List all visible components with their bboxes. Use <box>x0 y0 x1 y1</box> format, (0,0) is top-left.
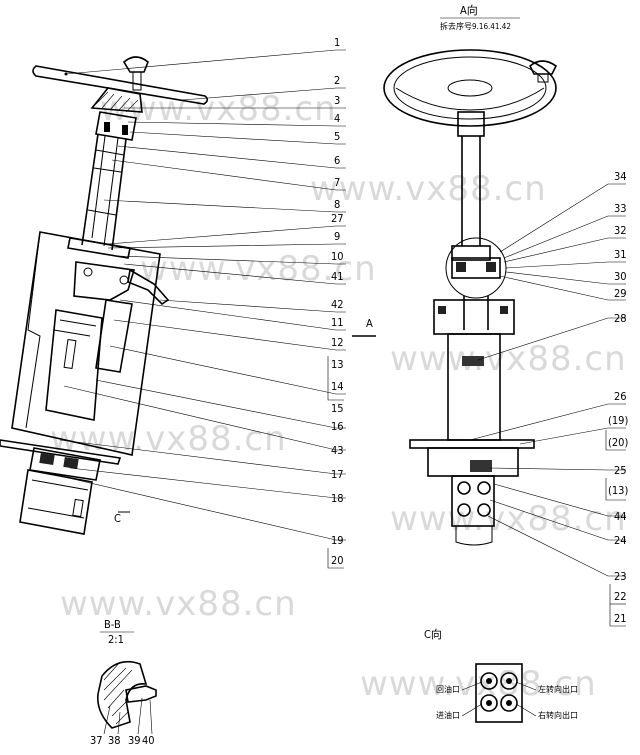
callout-42: 42 <box>331 298 344 311</box>
callout-19-ref: (19) <box>608 414 628 427</box>
watermark-6: www.vx88.cn <box>390 499 627 539</box>
view-a-subtitle: 拆去序号9.16.41.42 <box>440 21 511 31</box>
port-left-turn <box>500 672 518 690</box>
support-arm <box>95 299 133 373</box>
label-left-turn-outlet: 左转向出口 <box>538 684 578 694</box>
inner-cylinder <box>45 309 103 421</box>
callout-5: 5 <box>334 130 340 143</box>
callout-9: 9 <box>334 230 340 243</box>
callout-20-ref: (20) <box>608 436 628 449</box>
watermark-5: www.vx88.cn <box>50 419 287 459</box>
steering-gear-block <box>19 469 93 535</box>
left-callouts: 1 2 3 4 5 6 7 8 27 9 10 41 42 11 12 13 1… <box>327 36 344 569</box>
callout-15: 15 <box>331 402 344 415</box>
column-top <box>457 111 485 137</box>
callout-44: 44 <box>614 510 627 523</box>
view-a-column <box>461 136 481 246</box>
callout-31: 31 <box>614 248 627 261</box>
callout-18: 18 <box>331 492 344 505</box>
callout-43: 43 <box>331 444 344 457</box>
view-c-title: C向 <box>424 627 442 641</box>
port-right-turn <box>500 694 518 712</box>
watermark-4: www.vx88.cn <box>390 339 627 379</box>
lower-plate <box>409 439 535 449</box>
callout-8: 8 <box>334 198 340 211</box>
callout-14: 14 <box>331 380 344 393</box>
right-leaders <box>469 183 626 577</box>
gear-unit <box>29 447 101 481</box>
callout-16: 16 <box>331 420 344 433</box>
callout-20: 20 <box>331 554 344 567</box>
callout-4: 4 <box>334 112 340 125</box>
port-return <box>480 672 498 690</box>
main-view: C A <box>0 56 376 535</box>
column-housing <box>11 231 161 456</box>
callout-11: 11 <box>331 316 344 329</box>
handwheel-rim <box>383 49 557 127</box>
callout-22: 22 <box>614 590 627 603</box>
callout-33: 33 <box>614 202 627 215</box>
steering-column <box>81 133 127 251</box>
label-right-turn-outlet: 右转向出口 <box>538 710 578 720</box>
clamp-ring <box>445 237 507 299</box>
arrow-c-label: C <box>114 512 121 525</box>
callout-29: 29 <box>614 287 627 300</box>
callout-37: 37 <box>90 734 103 747</box>
callout-3: 3 <box>334 94 340 107</box>
handwheel-knob <box>122 56 149 73</box>
callout-19: 19 <box>331 534 344 547</box>
callout-17: 17 <box>331 468 344 481</box>
callout-26: 26 <box>614 390 627 403</box>
column-nut <box>95 111 137 141</box>
section-bb-title: B-B <box>104 618 121 631</box>
handwheel-bar <box>32 65 209 105</box>
callout-13-ref: (13) <box>608 484 628 497</box>
section-bb: B-B 2:1 37 38 39 40 <box>90 618 157 747</box>
bracket <box>73 261 136 301</box>
callout-38: 38 <box>108 734 121 747</box>
port-inlet <box>480 694 498 712</box>
callout-10: 10 <box>331 250 344 263</box>
callout-34: 34 <box>614 170 627 183</box>
callout-21: 21 <box>614 612 627 625</box>
callout-7: 7 <box>334 176 340 189</box>
label-inlet-port: 进油口 <box>436 710 460 720</box>
callout-41: 41 <box>331 270 344 283</box>
callout-1: 1 <box>334 36 340 49</box>
callout-12: 12 <box>331 336 344 349</box>
watermark-2: www.vx88.cn <box>310 169 547 209</box>
port-block <box>451 475 495 527</box>
right-callouts: 34 33 32 31 30 29 28 26 (19) (20) 25 (13… <box>605 170 628 627</box>
watermarks: www.vx88.cn www.vx88.cn www.vx88.cn www.… <box>50 89 627 704</box>
callout-28: 28 <box>614 312 627 325</box>
section-bb-scale: 2:1 <box>108 633 124 646</box>
view-c-port-block <box>475 663 523 723</box>
upper-mount-flange <box>433 299 515 335</box>
callout-30: 30 <box>614 270 627 283</box>
callout-27: 27 <box>331 212 344 225</box>
label-return-port: 回油口 <box>436 684 460 694</box>
callout-24: 24 <box>614 534 627 547</box>
callout-40: 40 <box>142 734 155 747</box>
arrow-a-label: A <box>366 317 373 330</box>
handwheel-hub <box>90 87 143 113</box>
tilt-lever <box>127 268 170 306</box>
mounting-plate <box>0 439 122 465</box>
callout-6: 6 <box>334 154 340 167</box>
view-a: A向 拆去序号9.16.41.42 <box>383 3 558 546</box>
watermark-7: www.vx88.cn <box>60 584 297 624</box>
view-c: C向 回油口 进油口 左转向出口 右转向出口 <box>424 627 578 723</box>
callout-13: 13 <box>331 358 344 371</box>
watermark-8: www.vx88.cn <box>360 664 597 704</box>
callout-25: 25 <box>614 464 627 477</box>
left-leaders <box>59 49 346 541</box>
callout-2: 2 <box>334 74 340 87</box>
callout-32: 32 <box>614 224 627 237</box>
callout-39: 39 <box>128 734 141 747</box>
callout-23: 23 <box>614 570 627 583</box>
view-a-title: A向 <box>460 3 478 17</box>
